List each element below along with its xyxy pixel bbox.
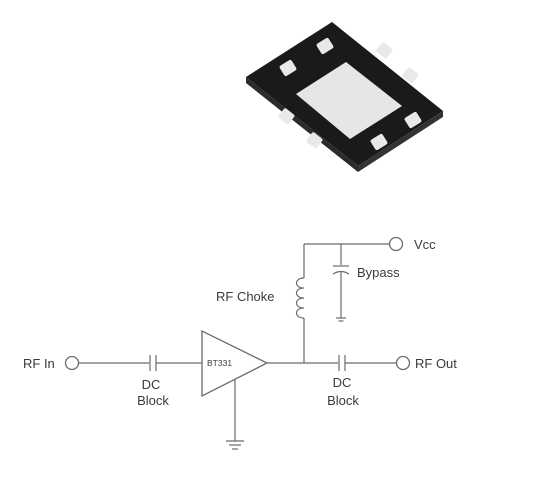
package-pad — [278, 108, 295, 125]
package-shadow-edge — [246, 77, 358, 172]
dc-block-output-capacitor — [338, 355, 346, 371]
package-pad — [306, 132, 323, 149]
package-shadow-edge-right — [358, 111, 443, 172]
rf-out-label: RF Out — [415, 356, 457, 371]
exposed-pad — [296, 62, 402, 139]
dc-block-output-label-line2: Block — [327, 393, 359, 408]
dc-block-input-capacitor — [149, 355, 157, 371]
amplifier-label: BT331 — [207, 358, 232, 368]
package-pad — [404, 111, 422, 129]
dc-block-input-label-line2: Block — [137, 393, 169, 408]
dc-block-output-label-line1: DC — [333, 375, 352, 390]
package-pad — [279, 59, 297, 77]
vcc-terminal — [388, 236, 404, 252]
bypass-label: Bypass — [357, 265, 400, 280]
amplifier-symbol — [201, 329, 269, 398]
dc-block-input-label-line1: DC — [142, 377, 161, 392]
schematic: RF In DC Block BT331 RF Choke — [23, 236, 457, 450]
rf-in-terminal — [64, 355, 80, 371]
ground-symbol — [226, 440, 244, 450]
rf-choke-label: RF Choke — [216, 289, 275, 304]
rf-out-terminal — [395, 355, 411, 371]
rf-choke-inductor — [295, 277, 305, 319]
package-pad — [370, 133, 388, 151]
bypass-capacitor — [332, 265, 350, 275]
bypass-ground-symbol — [336, 317, 346, 322]
vcc-label: Vcc — [414, 237, 436, 252]
rf-in-label: RF In — [23, 356, 55, 371]
package-pad — [316, 37, 334, 55]
package-pad — [402, 67, 419, 84]
ic-package — [246, 22, 443, 172]
package-pad — [376, 42, 393, 59]
